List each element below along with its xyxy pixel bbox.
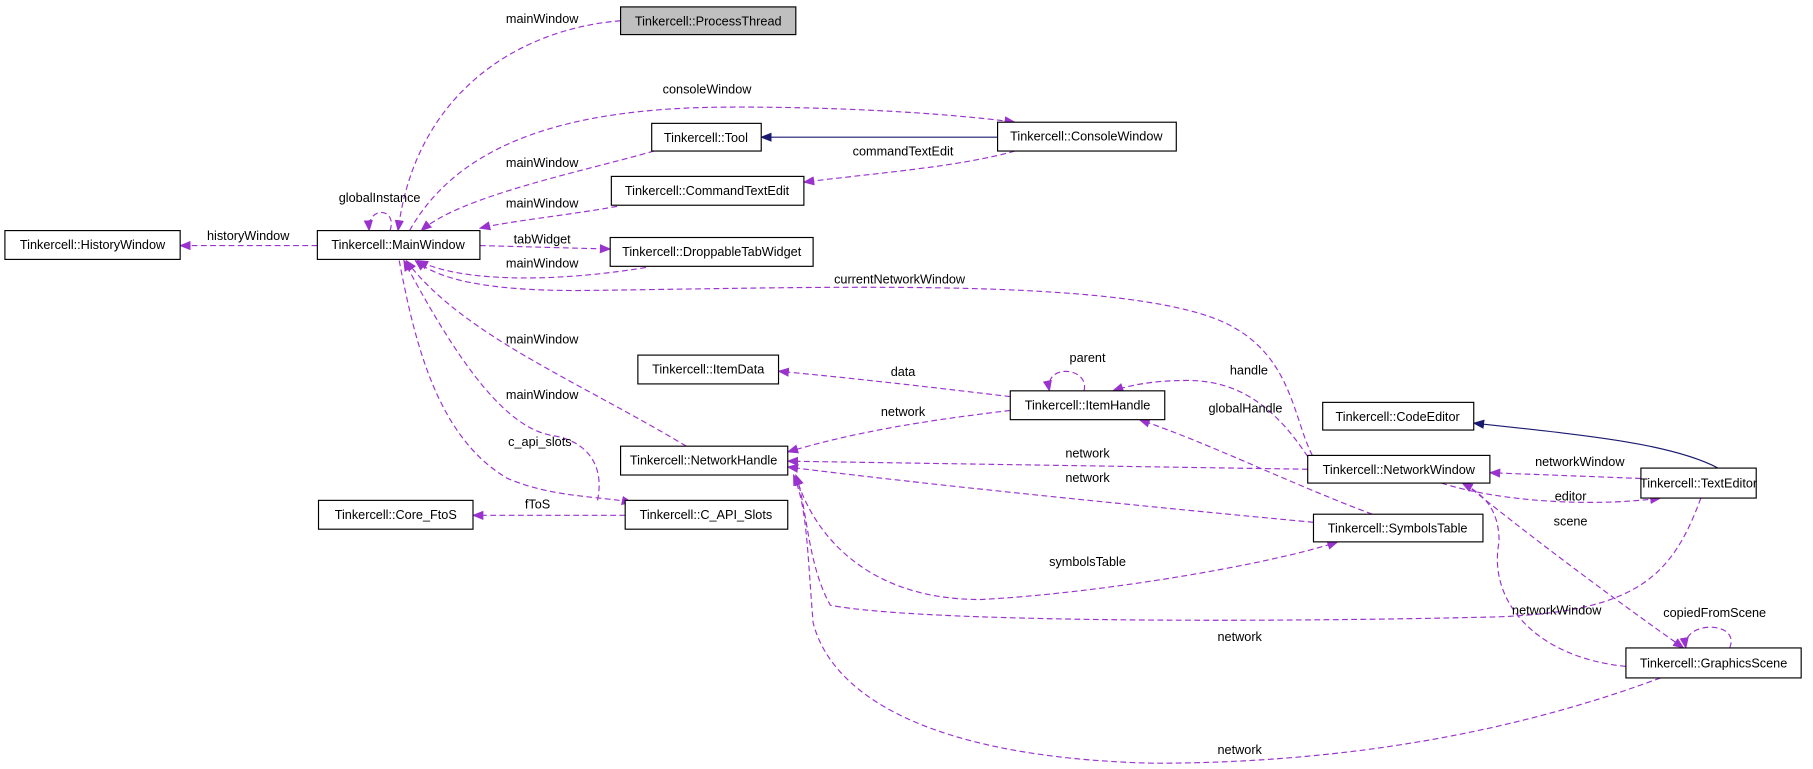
edge-mainwindow-capislots bbox=[398, 260, 634, 506]
edge-networkwindow-networkhandle bbox=[786, 456, 1308, 470]
node-network-handle[interactable]: Tinkercell::NetworkHandle bbox=[619, 445, 789, 476]
edge-networkhandle-mainwindow bbox=[405, 259, 687, 447]
edge-label: mainWindow bbox=[506, 256, 579, 270]
node-label: Tinkercell::ItemData bbox=[652, 363, 765, 377]
edge-label: parent bbox=[1070, 351, 1106, 365]
edge-texteditor-networkwindow bbox=[1488, 468, 1641, 480]
node-process-thread[interactable]: Tinkercell::ProcessThread bbox=[619, 6, 797, 36]
edge-label: network bbox=[1065, 471, 1110, 485]
node-graphics-scene[interactable]: Tinkercell::GraphicsScene bbox=[1625, 647, 1802, 679]
node-label: Tinkercell::ItemHandle bbox=[1025, 398, 1151, 412]
node-console-window[interactable]: Tinkercell::ConsoleWindow bbox=[997, 121, 1177, 152]
edge-label: mainWindow bbox=[506, 333, 579, 347]
edge-networkwindow-texteditor bbox=[1441, 482, 1662, 505]
node-code-editor[interactable]: Tinkercell::CodeEditor bbox=[1322, 401, 1475, 431]
edge-labels: mainWindow consoleWindow mainWindow comm… bbox=[207, 12, 1766, 757]
edge-label: fToS bbox=[525, 497, 550, 511]
node-label: Tinkercell::NetworkHandle bbox=[630, 454, 777, 468]
node-history-window[interactable]: Tinkercell::HistoryWindow bbox=[4, 230, 181, 260]
edge-label: tabWidget bbox=[514, 232, 572, 246]
edge-tool-mainwindow bbox=[420, 150, 655, 232]
node-label: Tinkercell::DroppableTabWidget bbox=[622, 245, 802, 259]
member-edges bbox=[179, 20, 1732, 764]
edge-label: scene bbox=[1554, 515, 1588, 529]
node-label: Tinkercell::Core_FtoS bbox=[335, 508, 457, 522]
node-droppable-tab-widget[interactable]: Tinkercell::DroppableTabWidget bbox=[609, 236, 814, 267]
edge-itemhandle-self bbox=[1042, 370, 1085, 392]
edge-texteditor-networkhandle bbox=[794, 473, 1702, 621]
edge-label: copiedFromScene bbox=[1663, 606, 1766, 620]
edge-label: networkWindow bbox=[1535, 455, 1625, 469]
edge-networkwindow-itemhandle bbox=[1111, 379, 1309, 457]
edge-label: network bbox=[1218, 743, 1263, 757]
node-text-editor[interactable]: Tinkercell::TextEditor bbox=[1640, 467, 1758, 499]
edge-itemhandle-itemdata bbox=[777, 367, 1011, 398]
node-symbols-table[interactable]: Tinkercell::SymbolsTable bbox=[1312, 513, 1484, 543]
node-label: Tinkercell::CommandTextEdit bbox=[625, 184, 790, 198]
node-c-api-slots[interactable]: Tinkercell::C_API_Slots bbox=[624, 499, 789, 530]
edge-symbolstable-networkhandle bbox=[786, 463, 1314, 523]
edge-networkhandle-symbolstable bbox=[795, 474, 1339, 601]
edge-label: handle bbox=[1230, 364, 1268, 378]
node-label: Tinkercell::ConsoleWindow bbox=[1010, 130, 1163, 144]
edge-consolewindow-commandtextedit bbox=[802, 150, 1016, 186]
node-label: Tinkercell::MainWindow bbox=[331, 238, 465, 252]
node-main-window[interactable]: Tinkercell::MainWindow bbox=[316, 230, 481, 260]
node-label: Tinkercell::HistoryWindow bbox=[20, 238, 166, 252]
edge-label: network bbox=[881, 405, 926, 419]
edge-label: mainWindow bbox=[506, 388, 579, 402]
node-item-data[interactable]: Tinkercell::ItemData bbox=[637, 354, 780, 385]
node-label: Tinkercell::C_API_Slots bbox=[640, 508, 773, 522]
node-label: Tinkercell::SymbolsTable bbox=[1328, 522, 1468, 536]
edge-networkwindow-mainwindow bbox=[414, 259, 1313, 456]
edge-label: c_api_slots bbox=[508, 435, 571, 449]
edge-mainwindow-self bbox=[363, 211, 392, 232]
node-label: Tinkercell::CodeEditor bbox=[1336, 410, 1461, 424]
edge-label: mainWindow bbox=[506, 12, 579, 26]
inheritance-edge-texteditor-codeeditor bbox=[1472, 419, 1719, 469]
edge-label: globalHandle bbox=[1208, 402, 1282, 416]
edge-label: symbolsTable bbox=[1049, 555, 1126, 569]
edge-capislots-mainwindow bbox=[403, 259, 600, 501]
edge-graphicsscene-self bbox=[1679, 626, 1732, 650]
node-network-window[interactable]: Tinkercell::NetworkWindow bbox=[1307, 454, 1491, 484]
node-core-ftos[interactable]: Tinkercell::Core_FtoS bbox=[317, 499, 474, 530]
edge-label: networkWindow bbox=[1512, 604, 1602, 618]
edge-label: commandTextEdit bbox=[853, 145, 954, 159]
edge-label: network bbox=[1218, 630, 1263, 644]
edge-mainwindow-droppabletabwidget bbox=[479, 244, 612, 254]
edge-label: mainWindow bbox=[506, 156, 579, 170]
edge-commandtextedit-mainwindow bbox=[478, 205, 618, 231]
edge-label: globalInstance bbox=[339, 191, 421, 205]
node-label: Tinkercell::ProcessThread bbox=[635, 14, 782, 28]
edge-droppabletabwidget-mainwindow bbox=[416, 260, 647, 279]
edge-label: consoleWindow bbox=[663, 82, 753, 96]
edge-graphicsscene-networkhandle bbox=[792, 473, 1661, 764]
edge-label: data bbox=[891, 365, 917, 379]
edge-mainwindow-consolewindow bbox=[409, 106, 1017, 231]
edge-itemhandle-networkhandle bbox=[786, 409, 1011, 454]
edge-networkwindow-graphicsscene bbox=[1464, 482, 1685, 649]
node-label: Tinkercell::TextEditor bbox=[1640, 477, 1758, 491]
node-label: Tinkercell::NetworkWindow bbox=[1323, 463, 1476, 477]
node-tool[interactable]: Tinkercell::Tool bbox=[651, 122, 762, 152]
edge-label: currentNetworkWindow bbox=[834, 273, 966, 287]
node-label: Tinkercell::GraphicsScene bbox=[1640, 657, 1787, 671]
edge-graphicsscene-networkwindow bbox=[1461, 482, 1626, 667]
node-command-text-edit[interactable]: Tinkercell::CommandTextEdit bbox=[610, 175, 805, 206]
edge-symbolstable-itemhandle bbox=[1138, 418, 1373, 515]
edge-processthread-mainwindow bbox=[394, 20, 621, 232]
edge-label: mainWindow bbox=[506, 197, 579, 211]
edge-label: historyWindow bbox=[207, 229, 290, 243]
node-item-handle[interactable]: Tinkercell::ItemHandle bbox=[1009, 390, 1166, 421]
edge-label: editor bbox=[1555, 489, 1587, 503]
edge-label: network bbox=[1065, 447, 1110, 461]
node-label: Tinkercell::Tool bbox=[664, 131, 748, 145]
